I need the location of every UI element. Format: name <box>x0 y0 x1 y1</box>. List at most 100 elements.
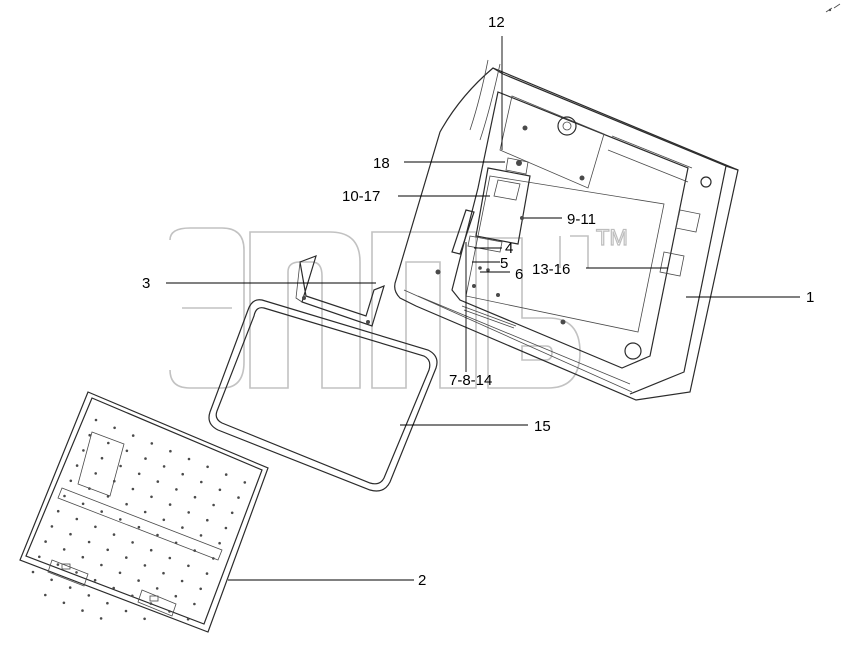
panel-hole <box>224 526 228 530</box>
callout-10-17: 10-17 <box>342 188 380 205</box>
panel-hole <box>199 534 203 537</box>
panel-hole <box>81 555 85 559</box>
panel-hole <box>63 494 66 498</box>
panel-hole <box>174 541 178 545</box>
panel-hole <box>180 579 184 583</box>
panel-hole <box>149 602 153 605</box>
panel-hole <box>206 518 209 522</box>
panel-hole <box>75 464 79 467</box>
panel-hole <box>175 488 178 491</box>
callout-12: 12 <box>488 14 505 31</box>
panel-hole <box>62 601 66 605</box>
panel-hole <box>113 479 116 483</box>
bracket-part <box>295 255 385 327</box>
panel-hole <box>124 609 128 613</box>
panel-hole <box>174 594 178 598</box>
panel-hole <box>131 594 134 598</box>
panel-hole <box>118 571 122 575</box>
panel-hole <box>100 456 104 460</box>
panel-hole <box>50 525 54 528</box>
panel-hole <box>88 433 91 437</box>
panel-hole <box>62 548 66 551</box>
panel-hole <box>155 587 159 590</box>
callout-13-16: 13-16 <box>532 261 570 278</box>
callout-15: 15 <box>534 418 551 435</box>
panel-hole <box>243 481 247 484</box>
leader-lines <box>166 36 800 581</box>
panel-hole <box>187 511 190 514</box>
callout-3: 3 <box>142 275 150 292</box>
panel-hole <box>100 510 103 513</box>
seal-gasket <box>208 299 438 492</box>
panel-hole <box>137 472 141 476</box>
callout-7-8-14: 7-8-14 <box>449 372 492 389</box>
panel-hole <box>230 511 234 515</box>
corner-mark <box>825 3 841 13</box>
panel-hole <box>93 578 97 582</box>
panel-hole <box>106 495 110 498</box>
panel-hole <box>144 457 147 460</box>
panel-hole <box>112 586 115 590</box>
panel-hole <box>69 479 73 483</box>
panel-hole <box>44 593 47 597</box>
panel-hole <box>119 464 122 468</box>
panel-hole <box>218 488 222 492</box>
panel-hole <box>125 449 129 453</box>
watermark-tm: ТМ <box>596 225 628 250</box>
housing-frame <box>394 59 739 401</box>
panel-hole <box>137 579 140 582</box>
panel-hole <box>94 418 98 422</box>
callout-labels: 12 18 10-17 9-11 4 5 6 3 13-16 1 7-8-14 … <box>142 14 814 589</box>
panel-hole <box>150 442 154 445</box>
panel-hole <box>125 556 128 559</box>
panel-hole <box>94 525 97 529</box>
panel-hole <box>187 457 191 461</box>
panel-hole <box>193 602 196 606</box>
panel-hole <box>81 609 84 612</box>
panel-hole <box>137 525 141 529</box>
panel-hole <box>131 434 135 437</box>
panel-hole <box>38 555 41 559</box>
panel-hole <box>143 617 146 621</box>
watermark-logo: ТМ <box>169 224 628 389</box>
panel-hole <box>212 503 215 507</box>
panel-hole <box>237 496 240 499</box>
callout-4: 4 <box>505 240 513 257</box>
panel-hole <box>125 502 128 506</box>
panel-hole <box>162 571 165 575</box>
panel-hole <box>56 563 60 566</box>
panel-hole <box>168 610 171 613</box>
callout-6: 6 <box>515 266 523 283</box>
panel-hole <box>181 526 184 529</box>
panel-hole <box>169 449 172 453</box>
callout-18: 18 <box>373 155 390 172</box>
panel-hole <box>200 480 203 484</box>
panel-hole <box>205 572 209 575</box>
panel-hole <box>162 465 166 468</box>
panel-hole <box>88 487 91 490</box>
callout-9-11: 9-11 <box>567 211 596 228</box>
panel-hole <box>199 587 202 591</box>
panel-hole <box>212 557 215 560</box>
panel-hole <box>106 601 109 605</box>
panel-hole <box>206 465 209 469</box>
callout-1: 1 <box>806 289 814 306</box>
panel-hole <box>112 533 116 536</box>
panel-hole <box>143 564 147 567</box>
panel-hole <box>99 617 103 620</box>
panel-hole <box>31 570 35 574</box>
panel-holes <box>31 418 247 621</box>
panel-hole <box>69 532 72 536</box>
panel-hole <box>143 510 147 514</box>
callout-2: 2 <box>418 572 426 589</box>
panel-hole <box>181 472 184 476</box>
panel-hole <box>193 495 197 499</box>
panel-hole <box>94 472 97 475</box>
panel-hole <box>87 540 91 544</box>
panel-hole <box>107 441 110 445</box>
panel-hole <box>156 480 160 483</box>
panel-hole <box>75 517 79 521</box>
panel-hole <box>186 617 190 621</box>
panel-hole <box>168 503 172 506</box>
